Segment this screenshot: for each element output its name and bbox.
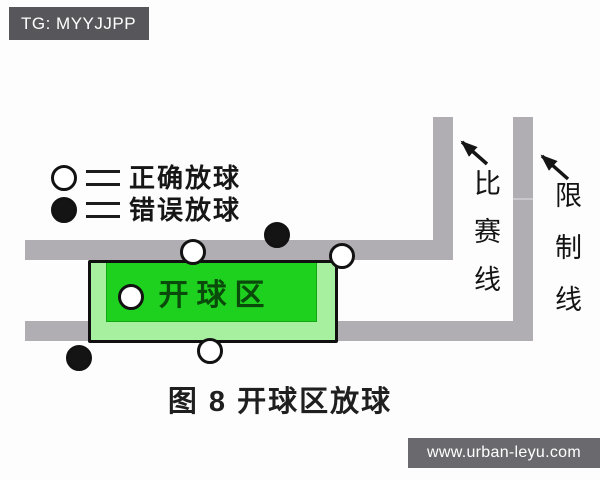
competition-line-label: 比赛线 xyxy=(474,171,501,294)
wrong-ball xyxy=(264,222,290,248)
correct-ball xyxy=(118,284,144,310)
legend-correct-row: 正确放球 xyxy=(51,164,241,192)
wrong-ball xyxy=(66,345,92,371)
legend-wrong-row: 错误放球 xyxy=(51,196,241,224)
legend-wrong-label: 错误放球 xyxy=(129,195,242,225)
restriction-line-label: 限制线 xyxy=(555,183,582,314)
arrow-to-restriction-line xyxy=(540,154,570,181)
competition-line-horizontal xyxy=(25,240,453,260)
vertical-label-char: 线 xyxy=(474,265,501,295)
watermark-top: TG: MYYJJPP xyxy=(9,7,149,40)
figure-caption: 图 8 开球区放球 xyxy=(167,386,393,418)
restriction-line-seam xyxy=(513,198,533,200)
restriction-line-vertical xyxy=(513,117,533,341)
arrow-to-competition-line xyxy=(460,140,489,166)
watermark-top-text: TG: MYYJJPP xyxy=(21,13,137,33)
equals-icon xyxy=(86,170,120,186)
break-zone-label: 开球区 xyxy=(158,279,273,312)
equals-icon xyxy=(86,202,120,218)
vertical-label-char: 线 xyxy=(555,285,582,315)
watermark-bottom-text: www.urban-leyu.com xyxy=(427,444,581,461)
vertical-label-char: 限 xyxy=(555,181,582,211)
competition-line-vertical xyxy=(433,117,453,260)
vertical-label-char: 赛 xyxy=(474,217,501,247)
correct-ball xyxy=(329,243,355,269)
correct-ball xyxy=(180,239,206,265)
black-ball-icon xyxy=(51,197,77,223)
watermark-bottom: www.urban-leyu.com xyxy=(408,438,600,468)
white-ball-icon xyxy=(51,165,77,191)
vertical-label-char: 比 xyxy=(474,169,501,199)
correct-ball xyxy=(197,338,223,364)
vertical-label-char: 制 xyxy=(555,233,582,263)
legend-correct-label: 正确放球 xyxy=(129,163,242,193)
